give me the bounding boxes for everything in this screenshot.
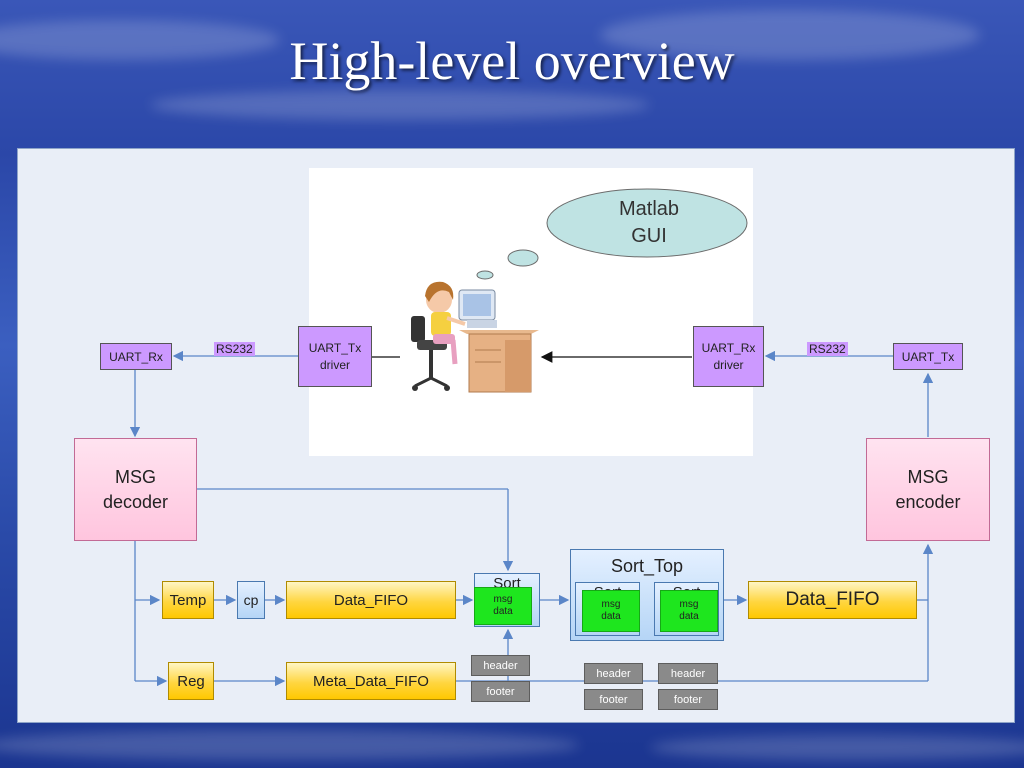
footer-packet: footer <box>471 681 530 702</box>
footer-label: footer <box>486 685 515 698</box>
uart-rx-left-label: UART_Rx <box>109 349 163 364</box>
header-label: header <box>483 659 518 672</box>
uart-rx-driver-line2: driver <box>713 357 744 372</box>
thought-bubble-line2: GUI <box>631 225 667 247</box>
reg-register: Reg <box>168 662 214 700</box>
msg-data-packet: msg data <box>474 587 532 625</box>
uart-tx-driver-line1: UART_Tx <box>308 340 362 355</box>
msg-encoder-line1: MSG <box>907 466 949 487</box>
header-packet: header <box>471 655 530 676</box>
data-fifo-in: Data_FIFO <box>286 581 456 619</box>
msg-encoder-line2: encoder <box>895 491 961 512</box>
msg-line1-3: msg <box>679 599 699 610</box>
temp-label: Temp <box>169 591 207 609</box>
footer-label-3: footer <box>673 693 703 706</box>
msg-decoder-line2: decoder <box>102 491 169 512</box>
meta-data-fifo-label: Meta_Data_FIFO <box>313 672 429 690</box>
msg-line2: data <box>493 606 513 617</box>
msg-decoder-line1: MSG <box>114 466 156 487</box>
data-fifo-out: Data_FIFO <box>748 581 917 619</box>
msg-line1-2: msg <box>601 599 621 610</box>
cp-label: cp <box>243 592 259 608</box>
header-packet-3: header <box>658 663 718 684</box>
footer-packet-2: footer <box>584 689 643 710</box>
uart-tx-driver: UART_Tx driver <box>298 326 372 387</box>
msg-line2-3: data <box>679 611 699 622</box>
rs232-right-label: RS232 <box>807 342 848 356</box>
msg-data-packet-2: msg data <box>582 590 640 632</box>
cloud-streak <box>600 10 980 60</box>
cloud-streak <box>0 20 280 60</box>
uart-rx-driver: UART_Rx driver <box>693 326 764 387</box>
slide-title: High-level overview <box>289 31 735 91</box>
uart-rx-left: UART_Rx <box>100 343 172 370</box>
sort-top-label: Sort_Top <box>610 556 684 576</box>
cloud-streak <box>0 730 580 760</box>
msg-line2-2: data <box>601 611 621 622</box>
data-fifo-in-label: Data_FIFO <box>333 591 409 609</box>
header-label-2: header <box>596 667 631 680</box>
uart-rx-driver-line1: UART_Rx <box>701 340 756 355</box>
meta-data-fifo: Meta_Data_FIFO <box>286 662 456 700</box>
cloud-streak <box>650 735 1024 760</box>
thought-bubble-line1: Matlab <box>619 198 679 220</box>
uart-tx-driver-line2: driver <box>319 357 350 372</box>
uart-tx-right-label: UART_Tx <box>901 349 955 364</box>
msg-line1: msg <box>493 594 513 605</box>
cp-block: cp <box>237 581 265 619</box>
msg-encoder: MSG encoder <box>866 438 990 541</box>
matlab-gui-scene: Matlab GUI <box>309 168 753 456</box>
temp-register: Temp <box>162 581 214 619</box>
uart-tx-right: UART_Tx <box>893 343 963 370</box>
data-fifo-out-label: Data_FIFO <box>785 589 880 610</box>
footer-packet-3: footer <box>658 689 718 710</box>
user-at-computer-illustration: Matlab GUI <box>411 188 748 393</box>
header-label-3: header <box>670 667 706 680</box>
msg-data-packet-3: msg data <box>660 590 718 632</box>
msg-decoder: MSG decoder <box>74 438 197 541</box>
footer-label-2: footer <box>599 693 628 706</box>
rs232-left-label: RS232 <box>214 342 255 356</box>
header-packet-2: header <box>584 663 643 684</box>
cloud-streak <box>150 90 650 120</box>
reg-label: Reg <box>177 672 205 690</box>
